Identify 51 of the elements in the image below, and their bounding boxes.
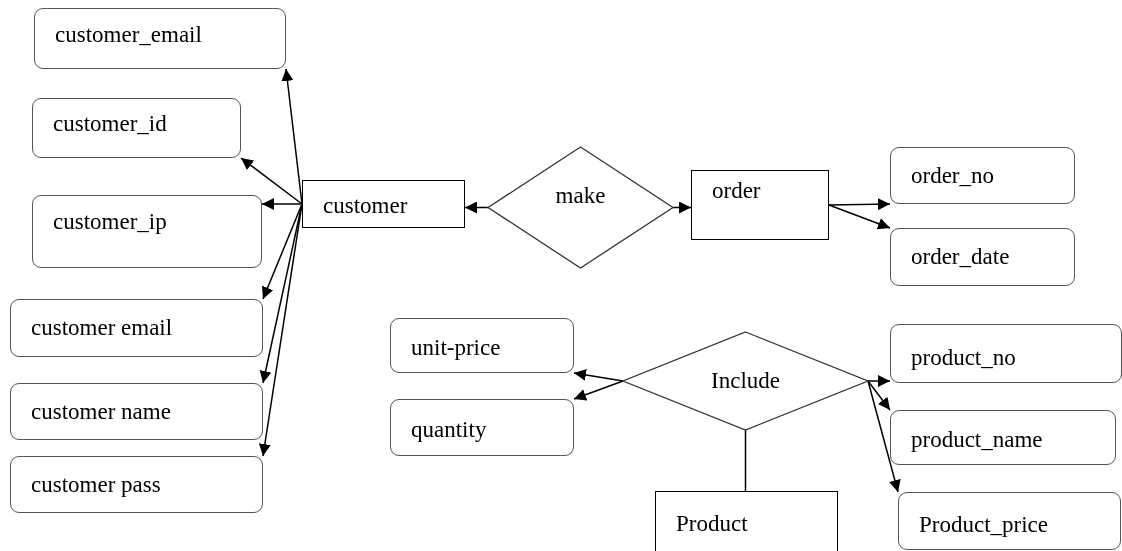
attribute-box xyxy=(34,8,286,69)
arrow xyxy=(573,380,624,401)
attribute-box xyxy=(10,383,263,440)
arrow xyxy=(867,375,891,387)
node-label: customer xyxy=(323,193,408,219)
entity-box xyxy=(655,491,838,551)
node-label: Product_price xyxy=(919,512,1048,538)
arrow xyxy=(828,198,891,211)
attribute-box xyxy=(390,399,574,456)
node-label: customer name xyxy=(31,398,171,425)
arrow xyxy=(281,68,303,205)
node-label: order_date xyxy=(911,244,1010,270)
arrow xyxy=(867,380,901,493)
attribute-box xyxy=(898,492,1121,550)
arrow xyxy=(240,157,303,205)
node-label: order xyxy=(712,178,761,204)
attribute-box xyxy=(890,324,1122,383)
node-label: customer_id xyxy=(53,111,167,137)
relationship-diamond xyxy=(623,332,868,430)
attribute-box xyxy=(890,147,1075,204)
node-label: quantity xyxy=(411,416,487,443)
relationship-diamond xyxy=(488,147,673,268)
arrow xyxy=(464,201,489,214)
entity-box xyxy=(691,170,829,240)
attribute-box xyxy=(32,195,262,268)
node-label: Product xyxy=(676,511,748,537)
attribute-box xyxy=(10,299,263,357)
arrow xyxy=(258,203,303,457)
node-label: order_no xyxy=(911,162,995,189)
attribute-box xyxy=(890,228,1075,286)
arrow xyxy=(828,204,891,230)
node-label: product_name xyxy=(911,426,1043,453)
arrow xyxy=(573,369,624,382)
arrow xyxy=(261,198,303,210)
node-label: customer_ip xyxy=(53,208,167,235)
node-label: customer pass xyxy=(31,471,161,498)
node-label: customer email xyxy=(31,315,173,341)
arrow xyxy=(867,380,891,411)
node-label: make xyxy=(555,182,606,209)
attribute-box xyxy=(32,98,241,158)
connector-line xyxy=(744,429,747,492)
attribute-box xyxy=(10,456,263,513)
arrow xyxy=(262,203,303,300)
arrow xyxy=(672,201,692,214)
attribute-box xyxy=(890,410,1116,465)
node-label: product_no xyxy=(911,344,1016,371)
attribute-box xyxy=(390,318,574,373)
entity-box xyxy=(302,180,465,228)
node-label: unit-price xyxy=(411,334,501,361)
node-label: customer_email xyxy=(55,21,202,48)
node-label: Include xyxy=(711,368,780,394)
